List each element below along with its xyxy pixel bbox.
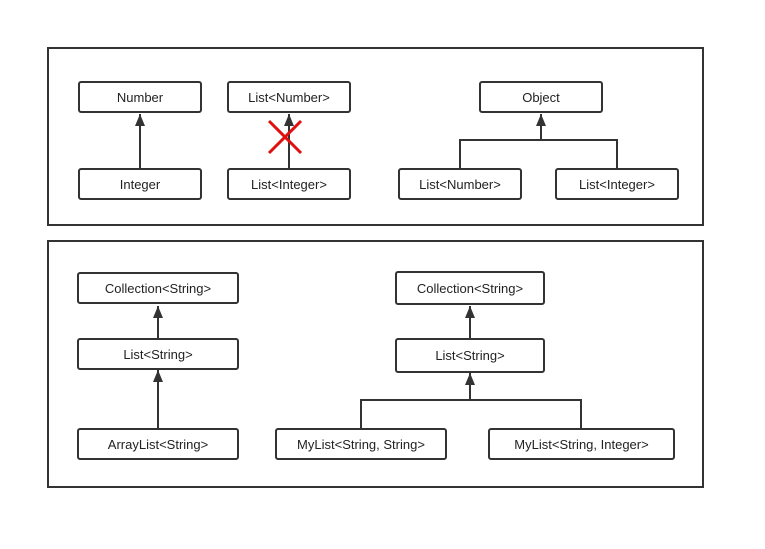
connector-to-object	[459, 139, 618, 168]
list-string-box-left: List<String>	[77, 338, 239, 370]
mylist-string-integer-box: MyList<String, Integer>	[488, 428, 675, 460]
arraylist-string-box: ArrayList<String>	[77, 428, 239, 460]
connector-mylists	[360, 399, 582, 428]
list-integer-box: List<Integer>	[227, 168, 351, 200]
cross-icon	[267, 119, 303, 155]
collection-string-box-right: Collection<String>	[395, 271, 545, 305]
collection-string-box-left: Collection<String>	[77, 272, 239, 304]
list-number-box-right: List<Number>	[398, 168, 522, 200]
list-number-box: List<Number>	[227, 81, 351, 113]
list-integer-box-right: List<Integer>	[555, 168, 679, 200]
mylist-string-string-box: MyList<String, String>	[275, 428, 447, 460]
list-string-box-right: List<String>	[395, 338, 545, 373]
integer-box: Integer	[78, 168, 202, 200]
number-box: Number	[78, 81, 202, 113]
object-box: Object	[479, 81, 603, 113]
